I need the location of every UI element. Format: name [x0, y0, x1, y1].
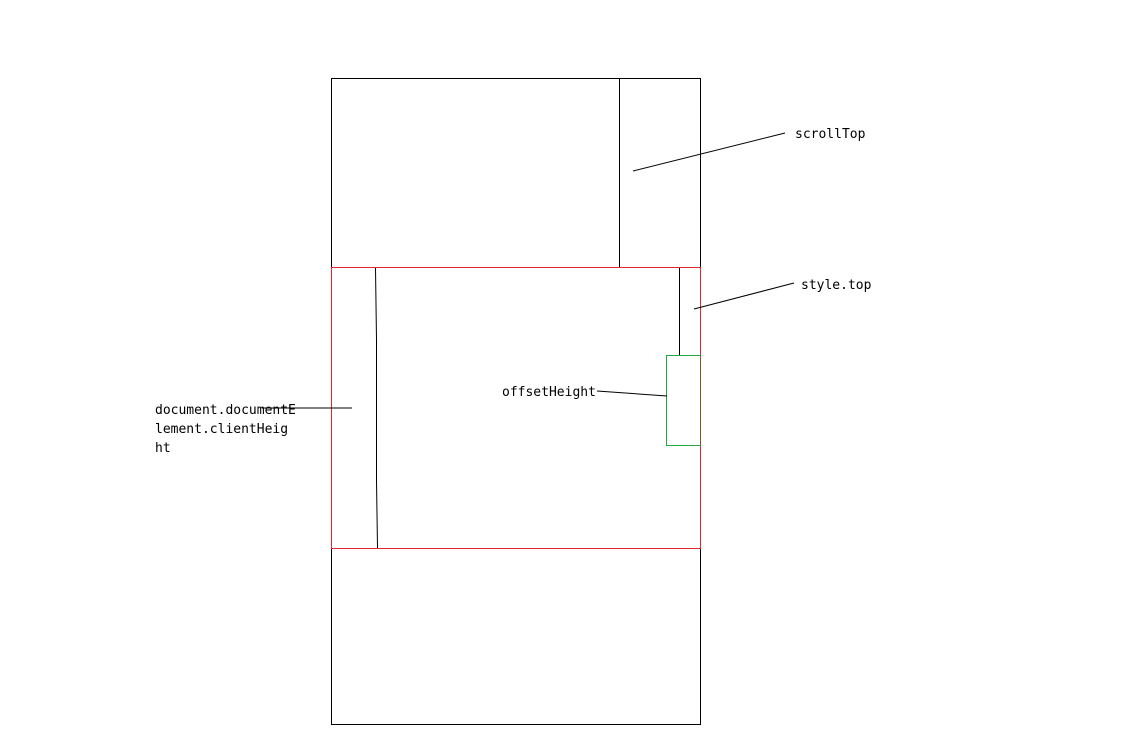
viewport-rect [331, 267, 701, 549]
scrolltop-label: scrollTop [795, 127, 866, 142]
clientheight-measure-line [375, 267, 378, 549]
clientheight-label: document.documentE lement.clientHeig ht [155, 401, 296, 458]
clientheight-label-line-2: lement.clientHeig [155, 422, 289, 437]
positioned-element-rect [666, 355, 701, 446]
clientheight-label-line-1: document.documentE [155, 403, 296, 418]
offsetheight-label: offsetHeight [502, 385, 596, 400]
offsetheight-leader [596, 390, 668, 397]
scrolltop-leader [632, 132, 786, 172]
styletop-label: style.top [801, 278, 872, 293]
clientheight-label-line-3: ht [155, 441, 171, 456]
styletop-leader [693, 282, 795, 310]
